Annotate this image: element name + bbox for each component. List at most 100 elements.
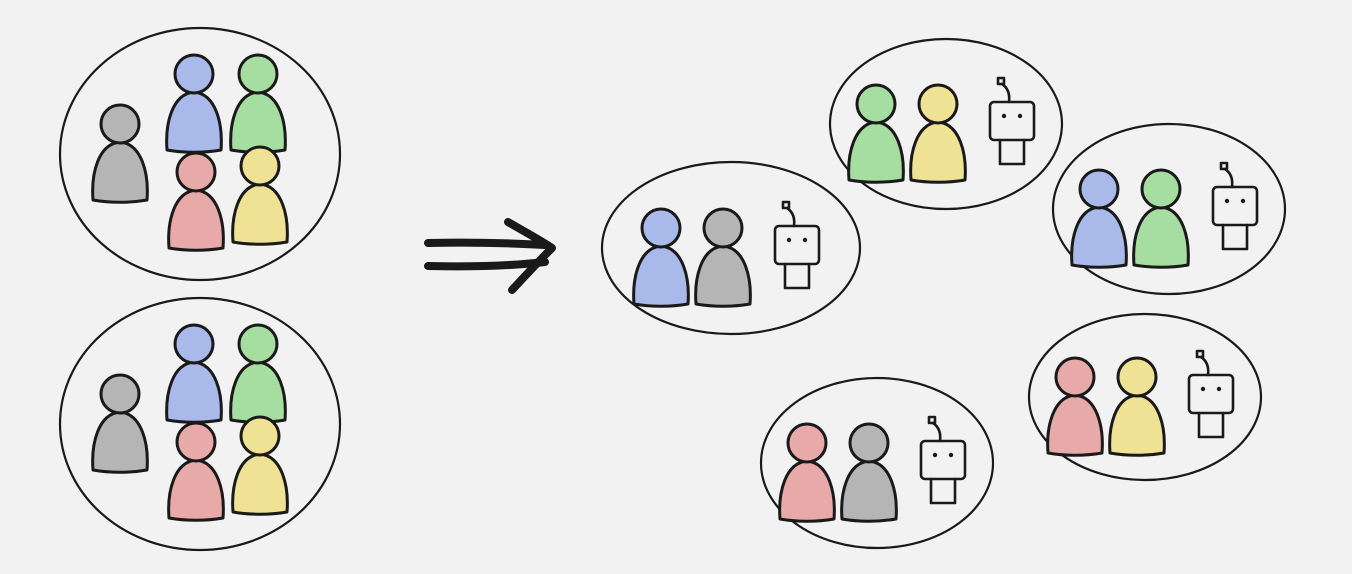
person-head — [175, 421, 217, 463]
person-body — [847, 120, 905, 184]
group-outline — [58, 26, 342, 282]
person-head — [1054, 356, 1096, 398]
target-pair-blue-gray — [600, 160, 862, 336]
person-body — [909, 120, 967, 184]
robot-eye — [1216, 386, 1222, 392]
target-pair-blue-green — [1051, 122, 1287, 296]
robot-antenna-tip — [1219, 161, 1229, 171]
person-head — [855, 83, 897, 125]
person-icon-red — [167, 151, 225, 252]
person-icon-green — [847, 83, 905, 184]
robot-icon — [1211, 161, 1259, 251]
person-body — [91, 140, 149, 204]
person-icon-red — [167, 421, 225, 522]
person-head — [1116, 356, 1158, 398]
person-icon-green — [1132, 168, 1190, 269]
person-icon-red — [1046, 356, 1104, 457]
group-outline — [600, 160, 862, 336]
person-head — [640, 207, 682, 249]
robot-body — [783, 262, 811, 290]
person-head — [1140, 168, 1182, 210]
person-head — [786, 422, 828, 464]
person-body — [231, 452, 289, 516]
robot-eye — [932, 452, 938, 458]
person-icon-blue — [1070, 168, 1128, 269]
source-group-b — [58, 296, 342, 552]
robot-eye — [786, 237, 792, 243]
target-pair-green-yellow — [828, 37, 1064, 211]
robot-antenna-tip — [996, 76, 1006, 86]
person-body — [778, 459, 836, 523]
arrow-lower-shaft — [424, 258, 549, 271]
robot-antenna — [1199, 355, 1210, 377]
group-outline — [759, 376, 995, 550]
person-icon-blue — [165, 323, 223, 424]
robot-antenna — [785, 206, 796, 228]
person-icon-blue — [165, 53, 223, 154]
robot-eye — [948, 452, 954, 458]
robot-head — [1187, 373, 1235, 415]
person-body — [165, 90, 223, 154]
person-head — [175, 151, 217, 193]
person-head — [239, 415, 281, 457]
target-pair-red-yellow — [1027, 312, 1263, 482]
person-head — [917, 83, 959, 125]
person-icon-yellow — [909, 83, 967, 184]
robot-eye — [1017, 113, 1023, 119]
robot-antenna — [1223, 167, 1234, 189]
robot-icon — [919, 415, 967, 505]
person-body — [229, 360, 287, 424]
person-body — [632, 244, 690, 308]
target-pair-red-gray — [759, 376, 995, 550]
robot-eye — [1240, 198, 1246, 204]
person-icon-gray — [91, 103, 149, 204]
person-body — [1046, 393, 1104, 457]
robot-head — [1211, 185, 1259, 227]
robot-head — [919, 439, 967, 481]
person-icon-gray — [840, 422, 898, 523]
robot-head — [988, 100, 1036, 142]
person-body — [1132, 205, 1190, 269]
person-head — [173, 53, 215, 95]
person-icon-blue — [632, 207, 690, 308]
person-head — [1078, 168, 1120, 210]
robot-body — [929, 477, 957, 505]
robot-icon — [1187, 349, 1235, 439]
robot-eye — [802, 237, 808, 243]
group-outline — [1027, 312, 1263, 482]
transition-arrow — [424, 218, 556, 294]
person-body — [91, 410, 149, 474]
robot-eye — [1200, 386, 1206, 392]
robot-icon — [988, 76, 1036, 166]
group-outline — [58, 296, 342, 552]
person-body — [167, 188, 225, 252]
source-group-a — [58, 26, 342, 282]
person-body — [229, 90, 287, 154]
person-body — [231, 182, 289, 246]
person-head — [99, 103, 141, 145]
person-head — [702, 207, 744, 249]
groups-layer — [58, 26, 1287, 552]
robot-antenna-tip — [927, 415, 937, 425]
person-head — [848, 422, 890, 464]
double-arrow-right-icon — [424, 238, 549, 249]
robot-icon — [773, 200, 821, 290]
robot-eye — [1224, 198, 1230, 204]
robot-antenna-tip — [1195, 349, 1205, 359]
person-icon-yellow — [1108, 356, 1166, 457]
person-icon-yellow — [231, 415, 289, 516]
person-body — [1070, 205, 1128, 269]
person-icon-red — [778, 422, 836, 523]
robot-antenna — [931, 421, 942, 443]
group-outline — [1051, 122, 1287, 296]
person-head — [239, 145, 281, 187]
person-body — [167, 458, 225, 522]
group-outline — [828, 37, 1064, 211]
person-icon-gray — [694, 207, 752, 308]
person-head — [99, 373, 141, 415]
person-icon-green — [229, 53, 287, 154]
person-icon-yellow — [231, 145, 289, 246]
robot-body — [998, 138, 1026, 166]
person-body — [165, 360, 223, 424]
